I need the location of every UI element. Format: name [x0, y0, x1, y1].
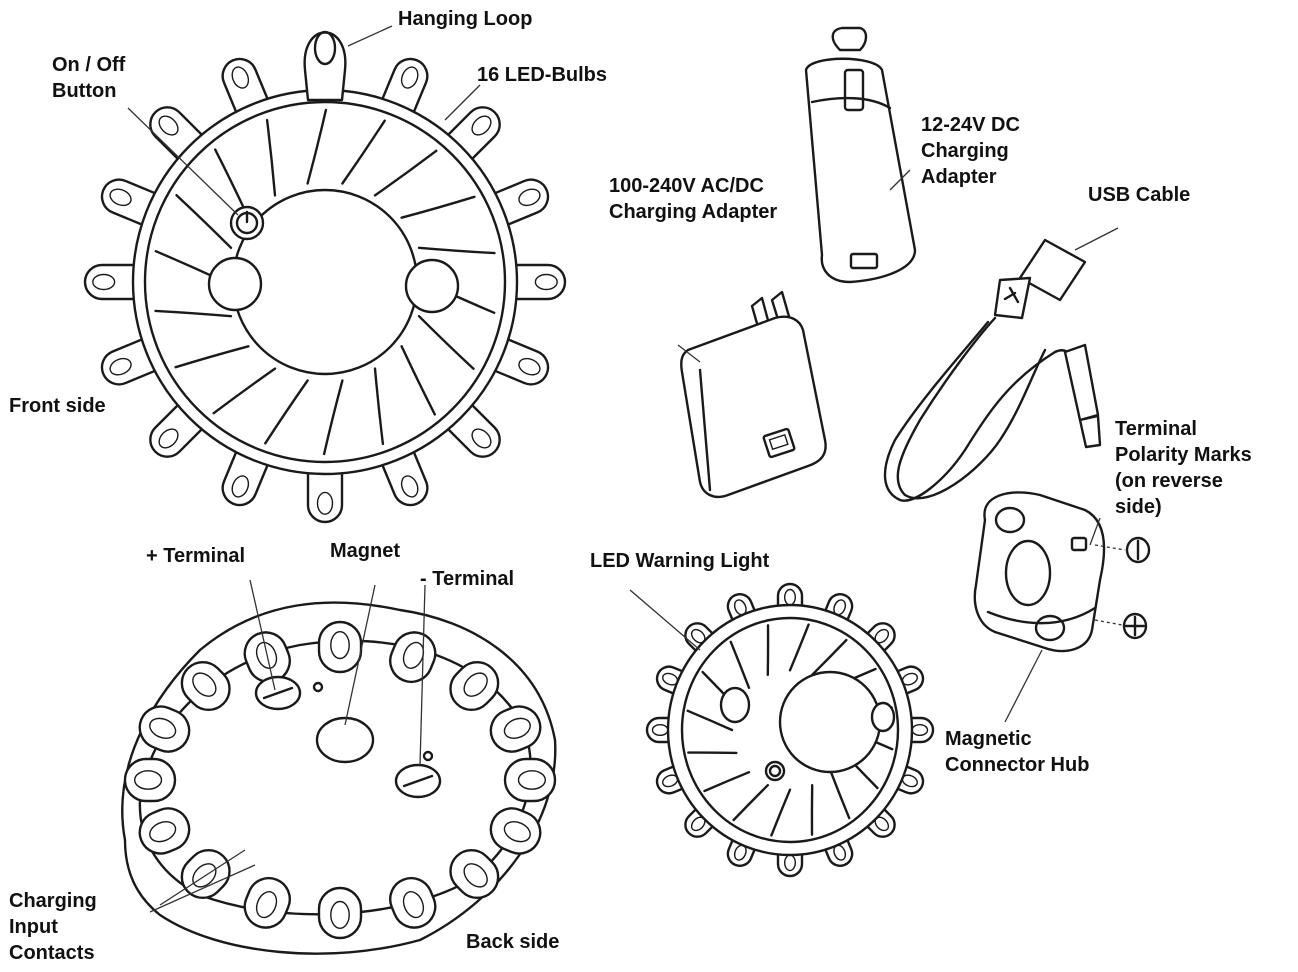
label-polarity-marks: Terminal Polarity Marks (on reverse side…	[1115, 416, 1252, 520]
label-hanging-loop: Hanging Loop	[398, 6, 532, 32]
hanging-loop	[305, 32, 346, 100]
power-icon	[231, 207, 263, 239]
minus-circle-icon	[1127, 538, 1149, 562]
label-connector-hub: Magnetic Connector Hub	[945, 726, 1089, 778]
back-warning-light	[122, 603, 555, 954]
front-side-dot-left	[209, 258, 261, 310]
front-warning-light	[85, 32, 565, 522]
label-ac-adapter: 100-240V AC/DC Charging Adapter	[609, 173, 777, 225]
dc-car-charger	[806, 28, 915, 282]
small-lens	[780, 672, 880, 772]
label-on-off-button: On / Off Button	[52, 52, 125, 104]
label-led-bulbs: 16 LED-Bulbs	[477, 62, 607, 88]
usb-cable	[885, 240, 1100, 501]
back-finger-12	[125, 759, 175, 801]
ac-wall-adapter	[681, 292, 825, 497]
label-usb-cable: USB Cable	[1088, 182, 1190, 208]
label-magnet: Magnet	[330, 538, 400, 564]
label-minus-terminal: - Terminal	[420, 566, 514, 592]
label-plus-terminal: + Terminal	[146, 543, 245, 569]
small-warning-light	[647, 584, 933, 876]
label-back-side: Back side	[466, 929, 559, 955]
label-led-warning-light: LED Warning Light	[590, 548, 769, 574]
back-finger-0	[319, 622, 361, 672]
front-side-dot-right	[406, 260, 458, 312]
plus-circle-icon	[1124, 614, 1146, 638]
label-front-side: Front side	[9, 393, 106, 419]
back-finger-8	[319, 888, 361, 938]
magnetic-connector-hub	[975, 492, 1104, 651]
back-finger-4	[505, 759, 555, 801]
label-charging-contacts: Charging Input Contacts	[9, 888, 97, 966]
label-dc-adapter: 12-24V DC Charging Adapter	[921, 112, 1020, 190]
